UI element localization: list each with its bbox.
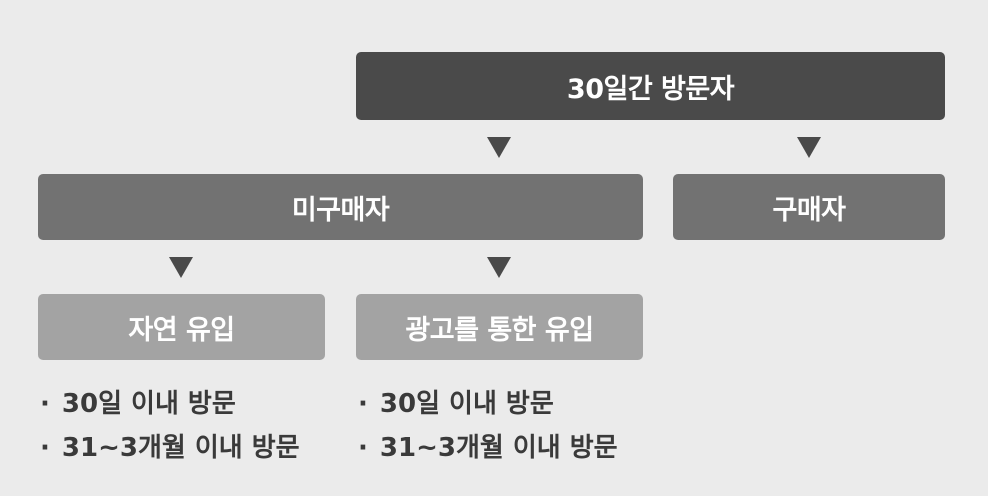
list-item: 30일 이내 방문: [358, 382, 618, 426]
natural-inflow-list: 30일 이내 방문 31~3개월 이내 방문: [40, 382, 300, 470]
node-buyer: 구매자: [673, 174, 945, 240]
node-ad-inflow: 광고를 통한 유입: [356, 294, 643, 360]
node-label: 30일간 방문자: [566, 73, 735, 105]
node-natural-inflow: 자연 유입: [38, 294, 325, 360]
node-non-buyer: 미구매자: [38, 174, 643, 240]
arrow-down-icon: [487, 257, 511, 278]
arrow-down-icon: [169, 257, 193, 278]
arrow-down-icon: [797, 137, 821, 158]
node-label: 자연 유입: [128, 314, 235, 346]
node-30day-visitors: 30일간 방문자: [356, 52, 945, 120]
node-label: 구매자: [772, 194, 846, 226]
node-label: 미구매자: [291, 194, 390, 226]
node-label: 광고를 통한 유입: [405, 314, 594, 346]
list-item: 30일 이내 방문: [40, 382, 300, 426]
list-item: 31~3개월 이내 방문: [40, 426, 300, 470]
list-item: 31~3개월 이내 방문: [358, 426, 618, 470]
ad-inflow-list: 30일 이내 방문 31~3개월 이내 방문: [358, 382, 618, 470]
arrow-down-icon: [487, 137, 511, 158]
